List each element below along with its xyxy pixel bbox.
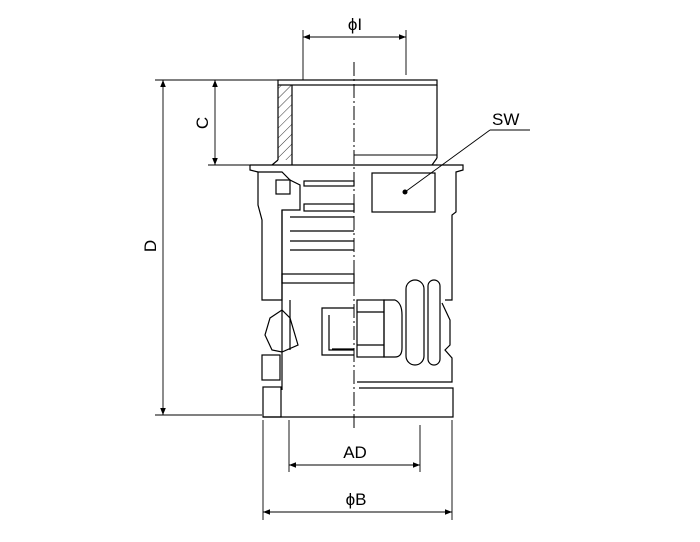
- wrench-size-callout: SW: [402, 110, 530, 195]
- dimension-outer-diameter: ϕB: [262, 420, 453, 520]
- label-adapter-diameter: AD: [343, 443, 367, 462]
- sw-flat: [371, 172, 436, 213]
- dimension-thread-length: C: [193, 79, 278, 166]
- label-outer-diameter: ϕB: [346, 490, 367, 509]
- body-section: [257, 171, 301, 418]
- hex-flange: [249, 164, 464, 301]
- label-wrench-size: SW: [492, 110, 519, 129]
- label-inner-diameter: ϕI: [348, 15, 362, 34]
- dimension-overall-length: D: [141, 79, 278, 416]
- label-thread-length: C: [193, 117, 212, 129]
- thread-section: [271, 79, 438, 166]
- seal-section: [263, 279, 454, 418]
- dimension-adapter-diameter: AD: [288, 420, 421, 472]
- dimension-inner-diameter: ϕI: [302, 15, 407, 80]
- internal-ribs: [281, 180, 355, 356]
- label-overall-length: D: [141, 240, 160, 252]
